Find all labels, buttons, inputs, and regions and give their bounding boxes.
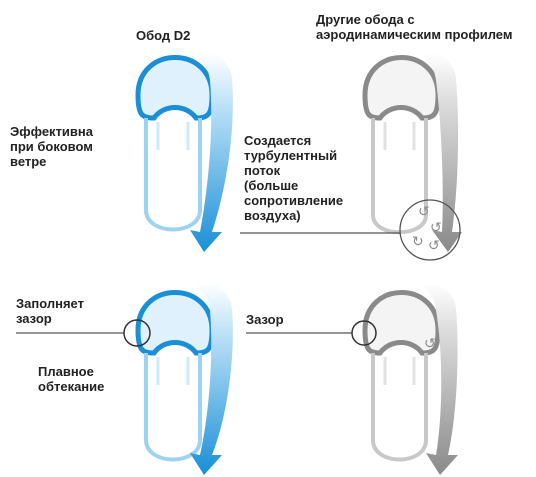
rim-other-bottom [365,293,438,460]
label-smooth-flow: Плавное обтекание [38,364,104,394]
turbulence-swirl-icon: ↻ [412,234,424,250]
label-fills-gap: Заполняет зазор [16,296,84,326]
label-crosswind: Эффективна при боковом ветре [10,124,93,169]
rim-d2-bottom [138,293,212,460]
title-other-rims: Другие обода с аэродинамическим профилем [316,12,512,42]
turbulence-swirl-icon: ↺ [418,204,430,220]
label-turbulent-flow: Создается турбулентный поток (больше соп… [244,133,343,223]
title-d2: Обод D2 [136,28,190,43]
rim-d2-top [138,58,212,230]
turbulence-swirl-icon: ↺ [424,336,436,352]
turbulence-swirl-icon: ↺ [428,238,440,254]
label-gap: Зазор [246,312,284,327]
turbulence-swirl-icon: ↺ [430,220,442,236]
